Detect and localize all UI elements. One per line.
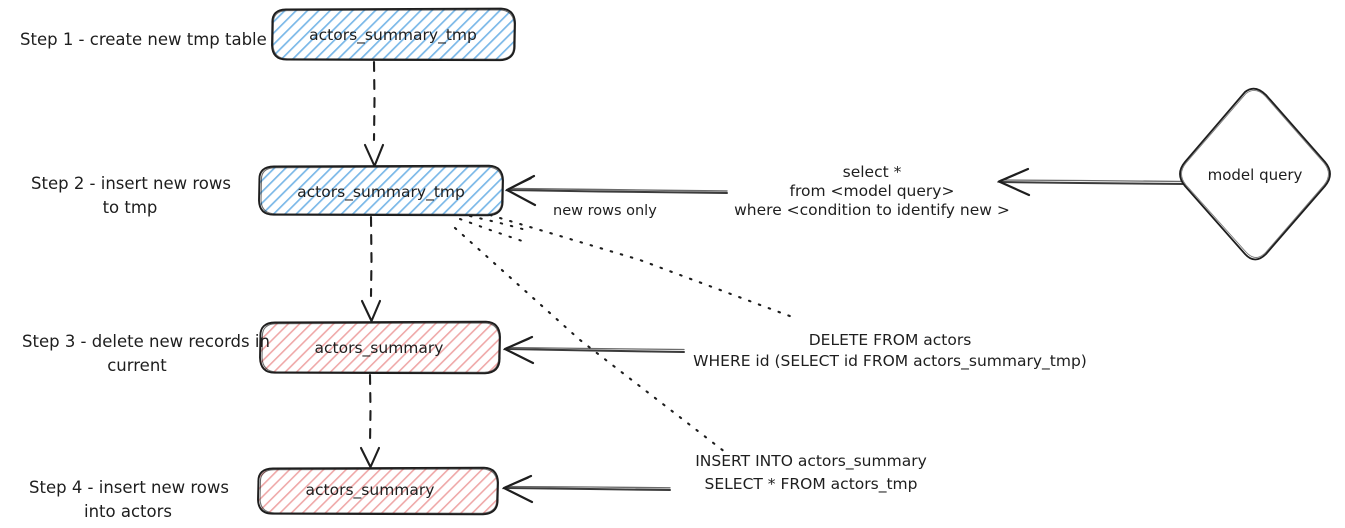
step-4-box-label: actors_summary <box>306 481 435 500</box>
step-3-label-line-2: current <box>107 356 167 375</box>
step-1-box-label: actors_summary_tmp <box>309 26 477 45</box>
model-query-label: model query <box>1208 166 1303 184</box>
step-2-box-label: actors_summary_tmp <box>297 183 465 202</box>
select-query-line-2: from <model query> <box>790 182 955 200</box>
connector-step3-step4 <box>359 373 381 469</box>
select-query-line-3: where <condition to identify new > <box>734 201 1010 219</box>
new-rows-only-note: new rows only <box>553 203 657 219</box>
delete-query-line-1: DELETE FROM actors <box>809 331 972 349</box>
insert-query-line-1: INSERT INTO actors_summary <box>695 452 927 471</box>
step-3-box[interactable] <box>259 320 501 375</box>
step-2-label-line-2: to tmp <box>103 198 158 217</box>
arrow-delete-to-actors <box>503 335 685 365</box>
delete-query-line-2: WHERE id (SELECT id FROM actors_summary_… <box>693 352 1087 371</box>
step-4-label-line-1: Step 4 - insert new rows <box>29 478 229 497</box>
step-3-label-line-1: Step 3 - delete new records in <box>22 332 270 351</box>
dotted-link-to-delete <box>459 213 797 320</box>
arrow-insert-to-actors <box>502 474 671 504</box>
step-4-box[interactable] <box>257 466 499 516</box>
arrow-modelquery-to-select <box>997 167 1189 197</box>
step-2-label-line-1: Step 2 - insert new rows <box>31 174 231 193</box>
model-query-node[interactable] <box>1179 87 1331 261</box>
select-query-line-1: select * <box>843 163 902 181</box>
dotted-link-to-insert <box>453 226 727 454</box>
step-2-box[interactable] <box>258 164 504 217</box>
arrow-select-to-tmp <box>505 174 728 207</box>
step-1-box[interactable] <box>271 7 516 62</box>
step-1-label: Step 1 - create new tmp table <box>20 30 267 49</box>
step-4-label-line-2: into actors <box>84 502 172 521</box>
insert-query-line-2: SELECT * FROM actors_tmp <box>705 475 918 494</box>
connector-step1-step2 <box>363 60 385 168</box>
connector-step2-step3 <box>360 215 382 323</box>
step-3-box-label: actors_summary <box>315 339 444 358</box>
